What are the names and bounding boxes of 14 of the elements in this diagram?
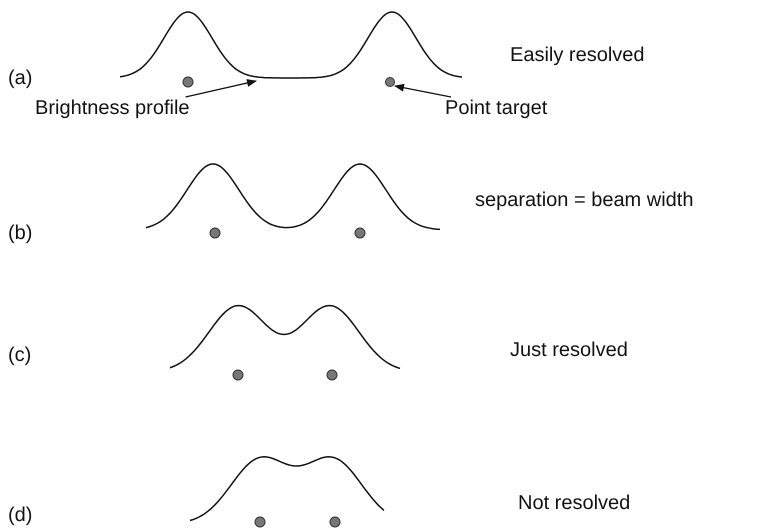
resolution-caption: Just resolved	[510, 338, 628, 362]
panel-letter: (a)	[8, 66, 32, 90]
resolution-caption: separation = beam width	[475, 188, 694, 212]
callout-label: Brightness profile	[35, 96, 190, 120]
panel-letter: (d)	[8, 503, 32, 527]
callout-label: Point target	[445, 96, 548, 120]
resolution-caption: Not resolved	[518, 491, 630, 515]
leader-line	[185, 79, 257, 98]
resolution-caption: Easily resolved	[510, 43, 645, 67]
brightness-profile-curve	[119, 10, 463, 80]
leader-line	[394, 84, 452, 98]
point-target-dot	[385, 77, 395, 87]
panel-letter: (b)	[8, 221, 32, 245]
panel-letter: (c)	[8, 343, 32, 367]
